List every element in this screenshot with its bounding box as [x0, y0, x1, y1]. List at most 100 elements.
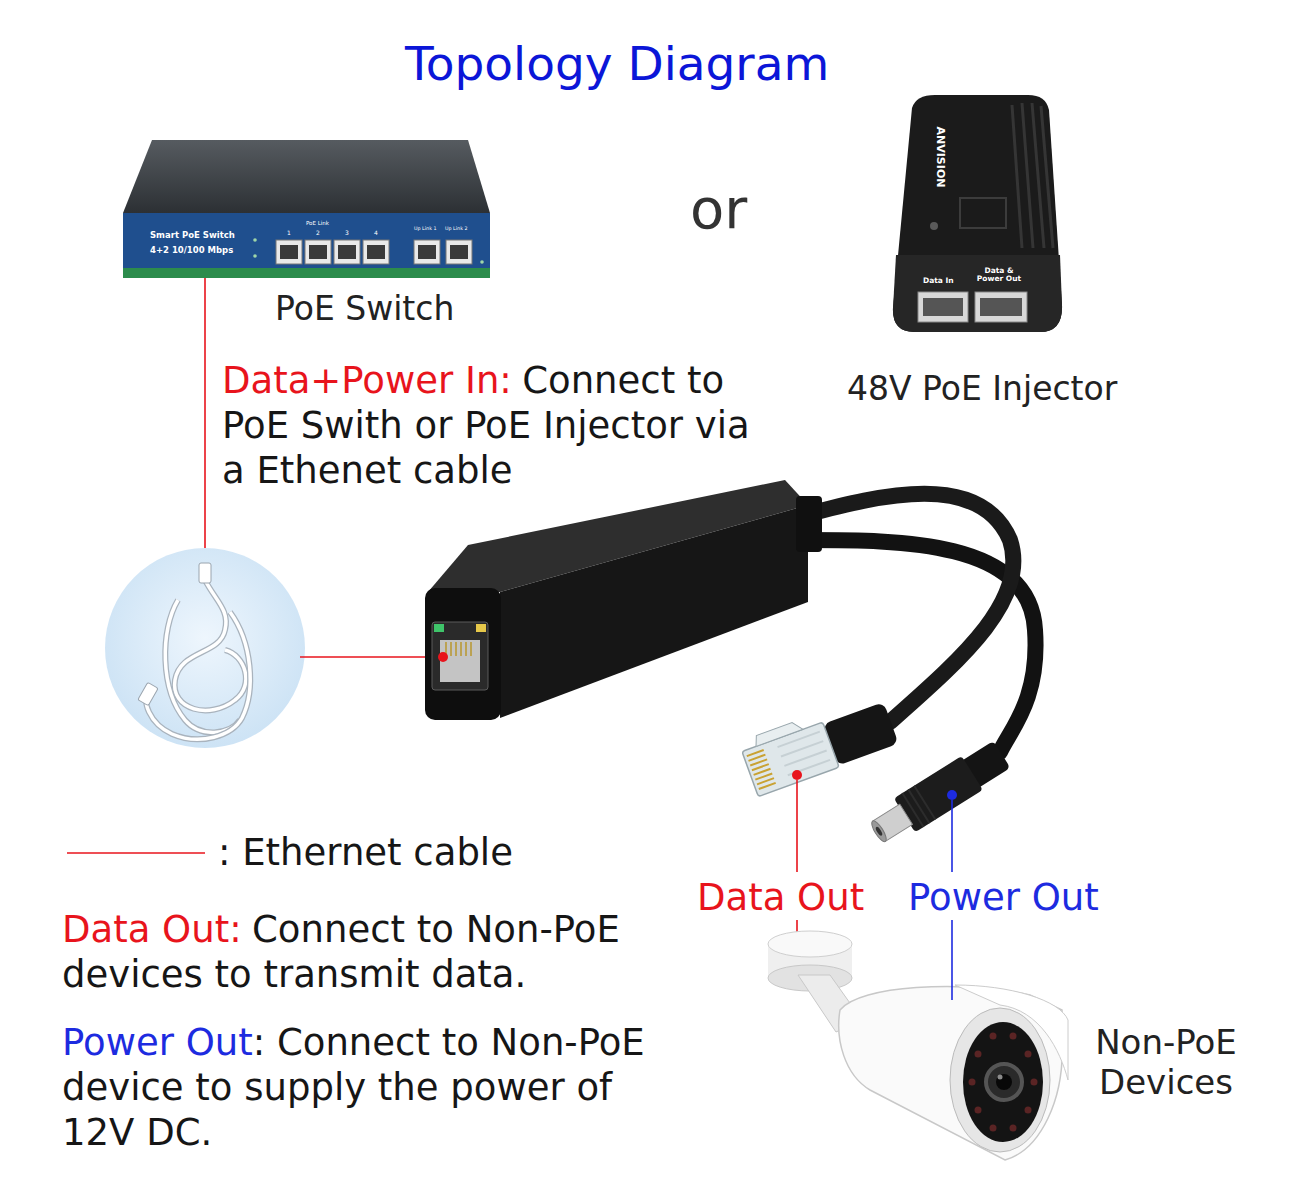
poe-switch-drawing: [338, 245, 356, 259]
port-label: Up Link 1: [414, 226, 436, 232]
legend-line-sample: [67, 852, 205, 854]
poe-splitter-drawing: [425, 588, 501, 720]
port-label: Data & Power Out: [973, 267, 1025, 284]
device-spec: 4+2 10/100 Mbps: [150, 245, 233, 255]
splitter-cables: [805, 494, 1036, 752]
poe-injector-drawing: [960, 198, 1006, 228]
device-label: Smart PoE Switch: [150, 230, 235, 240]
note-heading: Power Out: [62, 1021, 253, 1064]
dc-power-plug: [865, 737, 1013, 850]
ethernet-cable-picture: [105, 548, 305, 748]
bullet-camera: [975, 1107, 982, 1114]
poe-switch-drawing: [305, 240, 331, 264]
poe-splitter-drawing: [476, 624, 486, 632]
legend-text: : Ethernet cable: [218, 830, 513, 875]
non-poe-camera: Non-PoE Devices: [770, 930, 1260, 1170]
ethernet-cable-picture: [165, 600, 240, 732]
bullet-camera: [990, 1125, 997, 1132]
leader-lines: [947, 790, 957, 800]
bullet-camera: [998, 1075, 1003, 1080]
poe-switch-drawing: [309, 245, 327, 259]
legend-line-sample: [67, 853, 205, 854]
poe-switch-drawing: [276, 240, 302, 264]
ethernet-cable-line: [205, 278, 206, 563]
dc-power-plug: [875, 826, 884, 837]
brand-name: ANVISION: [933, 127, 946, 188]
poe-injector-drawing: [1012, 103, 1053, 248]
rj45-plug: [753, 720, 803, 746]
bullet-camera: [963, 1022, 1043, 1142]
power-leader-line: [951, 920, 953, 1000]
bullet-camera: [950, 1008, 1050, 1152]
poe-injector-drawing: [893, 255, 1062, 332]
poe-switch-drawing: [363, 240, 389, 264]
ethernet-cable-picture: [146, 612, 250, 739]
leader-lines: [951, 800, 953, 872]
leader-lines: [796, 780, 798, 872]
poe-injector-drawing: [918, 292, 968, 322]
ethernet-cable-line: [300, 657, 440, 658]
note-paragraph: Data Out:Connect to Non-PoE devices to t…: [62, 907, 662, 997]
bullet-camera: [969, 1079, 976, 1086]
poe-injector: ANVISIONData InData & Power Out48V PoE I…: [893, 95, 1063, 335]
poe-injector-drawing: [930, 222, 938, 230]
port-number: 3: [345, 229, 349, 236]
poe-splitter-drawing: [438, 652, 448, 662]
separator-word: or: [690, 175, 747, 242]
poe-injector-drawing: [923, 298, 963, 316]
leader-lines: [792, 770, 802, 780]
poe-switch: Smart PoE Switch 4+2 10/100 Mbps PoE Link 1…: [123, 140, 493, 280]
poe-injector-drawing: [893, 95, 1062, 332]
port-callout: Data Out: [697, 875, 864, 920]
power-leader-line: [952, 920, 953, 1000]
poe-switch-drawing: [253, 254, 257, 258]
poe-switch-drawing: [450, 245, 468, 259]
ethernet-cable-picture: [105, 548, 305, 748]
poe-splitter-drawing: [446, 642, 471, 656]
ethernet-cable-line: [300, 656, 440, 658]
port-label: Data In: [923, 276, 954, 285]
poe-injector-drawing: [980, 298, 1022, 316]
ethernet-cable-picture: [199, 563, 211, 583]
poe-switch-drawing: [123, 213, 490, 269]
port-group-label: PoE Link: [306, 220, 329, 227]
note-heading: Data+Power In:: [222, 359, 512, 402]
bullet-camera: [1010, 1033, 1017, 1040]
poe-switch-drawing: [123, 140, 490, 213]
port-number: 1: [287, 229, 291, 236]
poe-switch-drawing: [280, 245, 298, 259]
note-heading: Data Out:: [62, 908, 242, 951]
poe-splitter-drawing: [796, 496, 822, 552]
ethernet-cable-picture: [175, 580, 246, 710]
poe-switch-drawing: [123, 268, 490, 278]
ethernet-cable-picture: [165, 600, 240, 732]
bullet-camera: [768, 931, 1068, 1160]
bullet-camera: [975, 1051, 982, 1058]
rj45-plug: [778, 732, 831, 776]
ethernet-cable-picture: [138, 682, 158, 705]
poe-splitter-drawing: [425, 480, 822, 720]
poe-switch-drawing: [334, 240, 360, 264]
note-paragraph: Data+Power In:Connect to PoE Swith or Po…: [222, 358, 772, 493]
poe-switch-drawing: [480, 260, 484, 264]
bullet-camera: [986, 1064, 1022, 1100]
poe-switch-drawing: [446, 240, 472, 264]
bullet-camera: [990, 1033, 997, 1040]
splitter-cables: [805, 494, 1013, 722]
bullet-camera: [1025, 1107, 1032, 1114]
poe-switch-drawing: [367, 245, 385, 259]
note-paragraph: Power Out: Connect to Non-PoE device to …: [62, 1020, 662, 1155]
bullet-camera: [1025, 1051, 1032, 1058]
diagram-title: Topology Diagram: [405, 36, 829, 92]
poe-switch-drawing: [418, 245, 436, 259]
ethernet-cable-line: [204, 278, 206, 563]
poe-injector-drawing: [975, 292, 1027, 322]
device-caption: Non-PoE Devices: [1084, 1022, 1248, 1102]
poe-splitter-drawing: [432, 622, 488, 690]
poe-splitter-drawing: [434, 624, 444, 632]
rj45-plug: [738, 691, 899, 797]
bullet-camera: [768, 931, 852, 957]
ethernet-cable-picture: [146, 612, 250, 739]
